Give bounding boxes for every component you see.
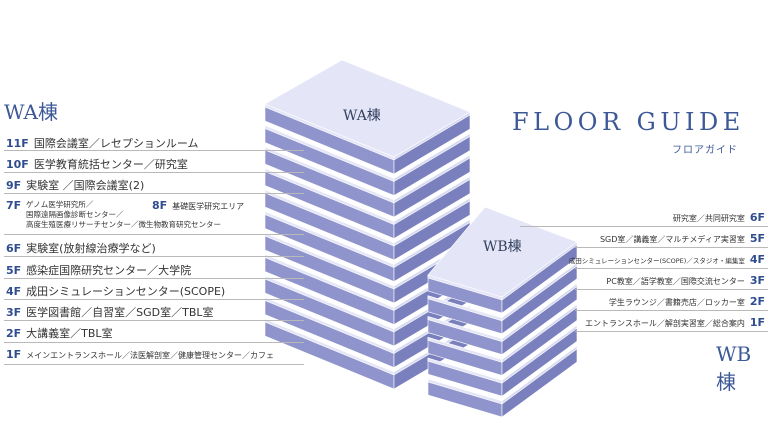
floor-description: 実験室(放射線治療学など) [26,242,156,255]
floor-description: SGD室／講義室／マルチメディア実習室 [599,235,745,244]
wb-floor-2f: 学生ラウンジ／書籍売店／ロッカー室 2F [609,295,765,308]
floor-number: 4F [6,285,22,298]
wa-floor-5f: 5F 感染症国際研究センター／大学院 [6,262,191,278]
floor-number: 5F [6,264,22,277]
wa-building-slab-edge [393,197,471,247]
guide-line-wa-5f [4,278,304,279]
guide-line-wb-2f [575,310,768,311]
floor-description-line: 高度生殖医療リサーチセンター／微生物教育研究センター [26,220,221,229]
floor-description: 医学教育統括センター／研究室 [33,158,188,171]
floor-number: 2F [749,295,765,308]
wb-floor-5f: SGD室／講義室／マルチメディア実習室 5F [600,232,765,245]
floor-number: 10F [6,158,29,171]
wa-building-title: WA棟 [4,100,59,124]
wa-building-slab-edge [393,154,471,204]
floor-number: 11F [6,137,29,150]
floor-number: 3F [749,274,765,287]
wb-floor-1f: エントランスホール／解剖実習室／総合案内 1F [585,316,765,329]
wa-floor-2f: 2F 大講義室／TBL室 [6,325,113,341]
floor-number: 5F [749,232,765,245]
wa-floor-7f: 7F ゲノム医学研究所／ 国際遠隔画像診断センター／ 高度生殖医療リサーチセンタ… [6,199,221,230]
guide-line-wa-3f [4,320,304,321]
floor-description: 研究室／共同研究室 [672,214,745,223]
guide-line-wa-11f [4,150,304,151]
floor-number: 6F [6,242,22,255]
wb-building-slab-edge [501,324,578,384]
wb-building-slab-edge [501,262,578,322]
wa-floor-9f: 9F 実験室 ／国際会議室(2) [6,177,144,193]
wa-building-roof-label: WA棟 [343,108,381,124]
floor-description: 感染症国際研究センター／大学院 [26,264,192,277]
floor-number: 7F [6,199,22,212]
floor-description: 基礎医学研究エリア [172,202,245,211]
floor-number: 4F [749,253,765,266]
wa-floor-3f: 3F 医学図書館／自習室／SGD室／TBL室 [6,304,214,320]
floor-number: 9F [6,179,22,192]
wb-floor-6f: 研究室／共同研究室 6F [673,211,765,224]
floor-description-line: ゲノム医学研究所／ [26,200,94,209]
guide-line-wb-5f [575,247,768,248]
floor-description: 学生ラウンジ／書籍売店／ロッカー室 [608,298,745,307]
floor-guide-title: FLOOR GUIDE [512,108,745,136]
wa-floor-11f: 11F 国際会議室／レセプションルーム [6,135,199,151]
floor-description-line: 国際遠隔画像診断センター／ [26,210,124,219]
guide-line-wb-6f [520,226,768,227]
guide-line-wb-4f [575,268,768,269]
guide-line-wa-2f [4,342,304,343]
guide-line-wa-1f [4,364,304,365]
wb-floor-3f: PC教室／語学教室／国際交流センター 3F [606,274,765,287]
floor-number: 1F [6,348,22,361]
floor-description: 成田シミュレーションセンター(SCOPE)／スタジオ・編集室 [568,257,745,265]
wa-building-slab-edge [393,132,471,183]
wb-building-title: WB棟 [716,342,752,394]
wb-building-roof-label: WB棟 [483,239,522,255]
wa-floor-8f: 8F 基礎医学研究エリア [152,199,244,212]
guide-line-wa-6f [4,256,304,257]
wa-floor-10f: 10F 医学教育統括センター／研究室 [6,156,188,172]
floor-description: 国際会議室／レセプションルーム [33,137,199,150]
wa-building-slab-edge [393,218,471,269]
floor-description: エントランスホール／解剖実習室／総合案内 [584,319,745,328]
floor-description: 成田シミュレーションセンター(SCOPE) [26,285,226,298]
floor-number: 6F [749,211,765,224]
wb-building-slab-edge [501,303,578,363]
wa-building-slab-edge [393,175,471,226]
guide-line-wb-3f [575,289,768,290]
guide-line-wa-7f [4,234,304,235]
floor-description: メインエントランスホール／法医解剖室／健康管理センター／カフェ [26,351,275,360]
wb-floor-4f: 成田シミュレーションセンター(SCOPE)／スタジオ・編集室 4F [569,253,765,266]
floor-description: 大講義室／TBL室 [26,327,113,340]
wa-floor-6f: 6F 実験室(放射線治療学など) [6,240,156,256]
guide-line-wa-4f [4,299,304,300]
wa-floor-4f: 4F 成田シミュレーションセンター(SCOPE) [6,283,225,299]
wb-building-slab-edge [501,283,578,343]
floor-description: 実験室 ／国際会議室(2) [26,179,145,192]
floor-guide-subtitle: フロアガイド [672,145,738,156]
wb-building-roof [427,206,578,298]
guide-line-wa-10f [4,172,304,173]
wa-building-roof [264,59,471,158]
guide-line-wa-9f [4,193,304,194]
floor-number: 2F [6,327,22,340]
floor-number: 8F [152,199,168,212]
floor-description: 医学図書館／自習室／SGD室／TBL室 [26,306,214,319]
wa-floor-1f: 1F メインエントランスホール／法医解剖室／健康管理センター／カフェ [6,348,274,361]
wb-building-slab-edge [501,345,578,405]
floor-number: 1F [749,316,765,329]
floor-description: PC教室／語学教室／国際交流センター [606,277,745,286]
floor-number: 3F [6,306,22,319]
guide-line-wb-1f [575,331,768,332]
